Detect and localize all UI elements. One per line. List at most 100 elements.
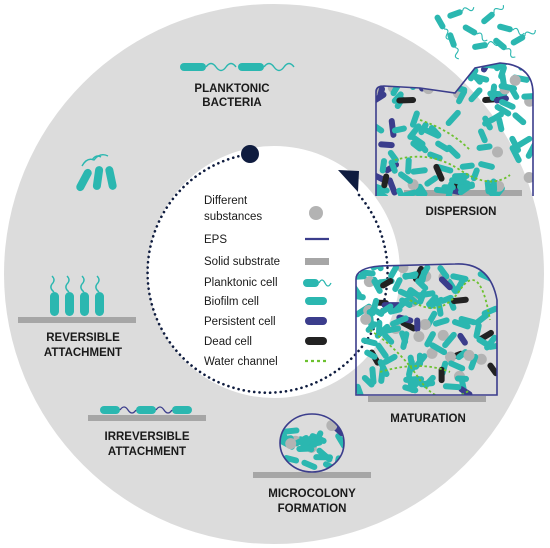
biofilm-cell (402, 272, 418, 280)
substance-particle (445, 351, 457, 363)
dead-cell (433, 163, 445, 182)
biofilm-cell (490, 178, 498, 193)
legend-planktonic-cell (303, 279, 319, 287)
biofilm-cell (442, 331, 457, 349)
water-channel (369, 329, 471, 395)
biofilm-cell (487, 342, 497, 350)
biofilm-cell (302, 434, 316, 447)
biofilm-cell (521, 93, 533, 100)
biofilm-cell (435, 140, 451, 153)
free-cell (92, 166, 104, 190)
biofilm-cell (429, 342, 448, 356)
biofilm-cell (449, 177, 464, 185)
biofilm-cell (391, 91, 404, 104)
legend-biofilm-cell (305, 297, 327, 305)
maturation-illustration (355, 263, 498, 402)
planktonic-cell (238, 63, 264, 71)
free-cell (105, 166, 117, 190)
biofilm-cell (374, 323, 391, 339)
biofilm-cell (481, 305, 497, 317)
biofilm-cell (467, 67, 479, 82)
biofilm-cell (396, 187, 407, 196)
planktonic-bacteria-illustration (180, 62, 295, 72)
biofilm-cell (494, 63, 509, 72)
biofilm-cell (379, 158, 388, 174)
biofilm-cell (436, 302, 444, 317)
biofilm-cell (448, 360, 466, 372)
biofilm-cell (494, 104, 512, 117)
biofilm-cell (424, 175, 439, 187)
biofilm-cell (392, 277, 403, 292)
biofilm-cell (418, 264, 431, 281)
biofilm-cell (399, 297, 413, 308)
biofilm-cell (371, 278, 383, 294)
legend-dead-cell (305, 337, 327, 345)
reversible-label-line2: ATTACHMENT (44, 347, 122, 359)
dispersing-cell (434, 14, 446, 30)
legend: Different substances EPS Solid substrate… (204, 195, 332, 368)
biofilm-cell (514, 63, 533, 75)
biofilm-cell (388, 264, 400, 279)
biofilm-cell (316, 447, 333, 463)
water-channel (394, 155, 511, 183)
substance-particle (413, 331, 425, 343)
legend-label-persistent: Persistent cell (204, 316, 276, 328)
biofilm-cell (382, 332, 395, 345)
substrate-bar (253, 472, 371, 478)
biofilm-cell (459, 162, 475, 170)
legend-label-channel: Water channel (204, 356, 278, 368)
biofilm-cell (418, 121, 429, 136)
biofilm-cell (427, 296, 445, 310)
dead-cell (381, 173, 390, 189)
substance-particle (363, 276, 375, 288)
dead-cell (438, 366, 445, 384)
substrate-bar (18, 317, 136, 323)
biofilm-cell (361, 337, 378, 347)
legend-persistent-cell (305, 317, 327, 325)
biofilm-cell (478, 128, 488, 144)
biofilm-cell (512, 112, 527, 126)
biofilm-cell (378, 365, 386, 384)
maturation-eps-boundary (355, 263, 498, 396)
biofilm-cell (468, 353, 479, 371)
biofilm-cell (283, 455, 300, 464)
biofilm-cell (423, 127, 441, 139)
biofilm-cell (364, 349, 378, 360)
substance-particle (463, 349, 475, 361)
dispersion-illustration (375, 5, 536, 196)
substance-particle (426, 347, 438, 359)
biofilm-cell (407, 287, 424, 301)
legend-label-substances-2: substances (204, 211, 262, 223)
legend-label-eps: EPS (204, 234, 227, 246)
biofilm-cell (445, 181, 455, 196)
biofilm-cell (489, 83, 498, 101)
planktonic-label-line1: PLANKTONIC (194, 83, 269, 95)
maturation-label: MATURATION (390, 413, 466, 425)
substance-particle (419, 319, 431, 331)
biofilm-cell (457, 182, 475, 192)
biofilm-cell (432, 317, 450, 327)
biofilm-cell (453, 276, 467, 294)
biofilm-cell (399, 189, 418, 196)
microcolony-label-line1: MICROCOLONY (268, 488, 356, 500)
biofilm-cell (525, 141, 533, 159)
biofilm-cell (369, 366, 377, 385)
biofilm-cell (509, 135, 522, 154)
biofilm-cell (434, 163, 454, 174)
cycle-arrowhead (338, 170, 359, 192)
biofilm-cell (445, 109, 461, 127)
biofilm-cell (518, 63, 529, 71)
water-channel (379, 365, 451, 373)
biofilm-cell (408, 133, 426, 147)
biofilm-cell (375, 342, 389, 359)
substance-particle (437, 329, 449, 341)
biofilm-cell (496, 116, 505, 133)
biofilm-cell (515, 135, 533, 149)
biofilm-cell (499, 72, 508, 89)
dispersing-cell (493, 37, 507, 51)
substance-particle (285, 438, 297, 450)
biofilm-cell (427, 151, 443, 162)
biofilm-cell (397, 171, 413, 184)
biofilm-cell (482, 116, 496, 127)
